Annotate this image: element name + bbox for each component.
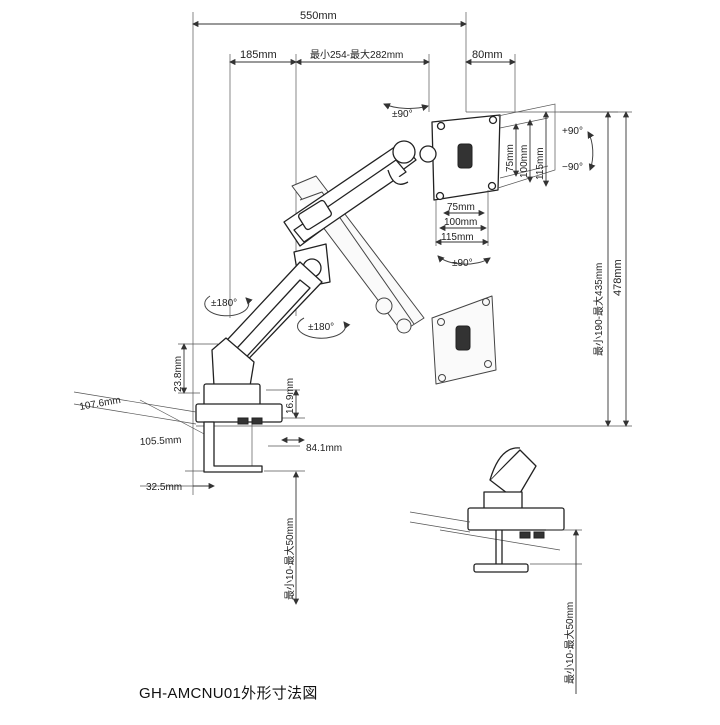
- vesa-h-115-label: 115mm: [441, 232, 474, 243]
- dim-arm-segments: 185mm 最小254-最大282mm 80mm: [229, 48, 516, 66]
- tilt-bottom-label: ±90°: [452, 258, 473, 269]
- base-height-label: 23.8mm: [173, 356, 184, 392]
- dim-heights: 最小190-最大435mm 478mm: [592, 111, 630, 427]
- rotation-swivel-mid: ±180°: [297, 317, 351, 339]
- overall-height-label: 478mm: [612, 259, 624, 296]
- dim-overall-width: 550mm: [192, 10, 467, 28]
- arm-main: [195, 140, 437, 425]
- rotation-swivel-lower: ±180°: [204, 295, 253, 317]
- vesa-h-75-label: 75mm: [447, 202, 475, 213]
- dim-clamp: 16.9mm 84.1mm 最小10-最大50mm: [281, 378, 342, 605]
- vesa-offset-label: 80mm: [472, 49, 503, 61]
- vesa-v-115-label: 115mm: [535, 147, 546, 180]
- vesa-h-100-label: 100mm: [444, 217, 477, 228]
- vesa-logo-upper: [457, 143, 473, 169]
- vesa-plate-upper: [431, 103, 556, 201]
- drawing-caption: GH-AMCNU01外形寸法図: [139, 685, 318, 702]
- rotation-tilt-top: ±90°: [383, 103, 429, 120]
- arm-to-pivot-label: 185mm: [240, 49, 277, 61]
- swivel-mid-label: ±180°: [308, 322, 334, 333]
- clamp-jaw-label: 32.5mm: [146, 482, 182, 493]
- detail-view-grommet: 最小10-最大50mm: [409, 447, 582, 694]
- tilt-down-label: −90°: [562, 162, 583, 173]
- vesa-v-75-label: 75mm: [505, 144, 516, 172]
- swivel-lower-label: ±180°: [211, 298, 237, 309]
- clamp-height-label: 16.9mm: [285, 378, 296, 414]
- detail-desk-thickness-label: 最小10-最大50mm: [563, 602, 576, 684]
- desk-thickness-label: 最小10-最大50mm: [283, 518, 296, 600]
- base-depth-label: 107.6mm: [79, 395, 122, 413]
- dim-vesa-vertical: 75mm 100mm 115mm: [505, 111, 550, 187]
- tilt-top-label: ±90°: [392, 109, 413, 120]
- rotation-tilt-side: +90° −90°: [562, 126, 596, 173]
- base-width-label: 105.5mm: [140, 435, 182, 448]
- clamp-depth-label: 84.1mm: [306, 443, 342, 454]
- desk-clamp-main: [73, 391, 263, 473]
- arm-reach-range-label: 最小254-最大282mm: [310, 48, 403, 61]
- vesa-logo-lower: [455, 325, 471, 351]
- height-range-label: 最小190-最大435mm: [592, 263, 605, 356]
- overall-width-label: 550mm: [300, 10, 337, 22]
- vesa-v-100-label: 100mm: [519, 145, 530, 178]
- rotation-tilt-bottom: ±90°: [437, 255, 491, 269]
- dim-vesa-horizontal: 75mm 100mm 115mm: [435, 190, 489, 246]
- tilt-up-label: +90°: [562, 126, 583, 137]
